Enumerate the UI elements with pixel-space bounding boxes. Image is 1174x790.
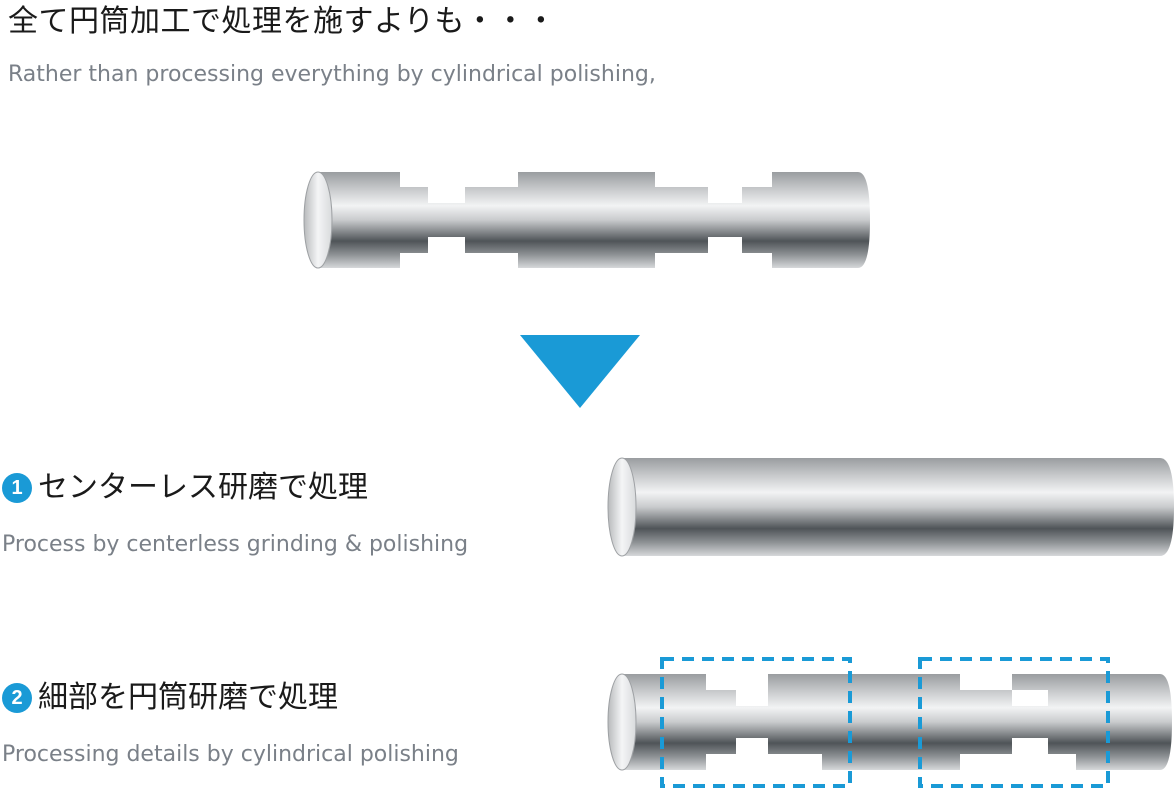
step-1-number-badge: 1	[2, 473, 32, 503]
page-subtitle: Rather than processing everything by cyl…	[8, 62, 656, 87]
step-2-title: 2 細部を円筒研磨で処理	[2, 678, 338, 718]
step-2-subtitle: Processing details by cylindrical polish…	[2, 742, 459, 767]
stepped-shaft-detailed	[607, 673, 1172, 771]
step-1-title: 1 センターレス研磨で処理	[2, 468, 368, 508]
step-1-subtitle: Process by centerless grinding & polishi…	[2, 532, 469, 557]
page-title: 全て円筒加工で処理を施すよりも・・・	[8, 4, 557, 39]
stepped-shaft-original	[303, 171, 870, 269]
step-2-title-text: 細部を円筒研磨で処理	[38, 680, 338, 715]
highlight-box-right	[918, 657, 1110, 788]
step-2-number-badge: 2	[2, 683, 32, 713]
down-triangle-icon	[520, 335, 640, 408]
step-1-title-text: センターレス研磨で処理	[38, 470, 368, 505]
highlight-box-left	[660, 657, 852, 788]
round-bar-centerless	[607, 457, 1174, 557]
